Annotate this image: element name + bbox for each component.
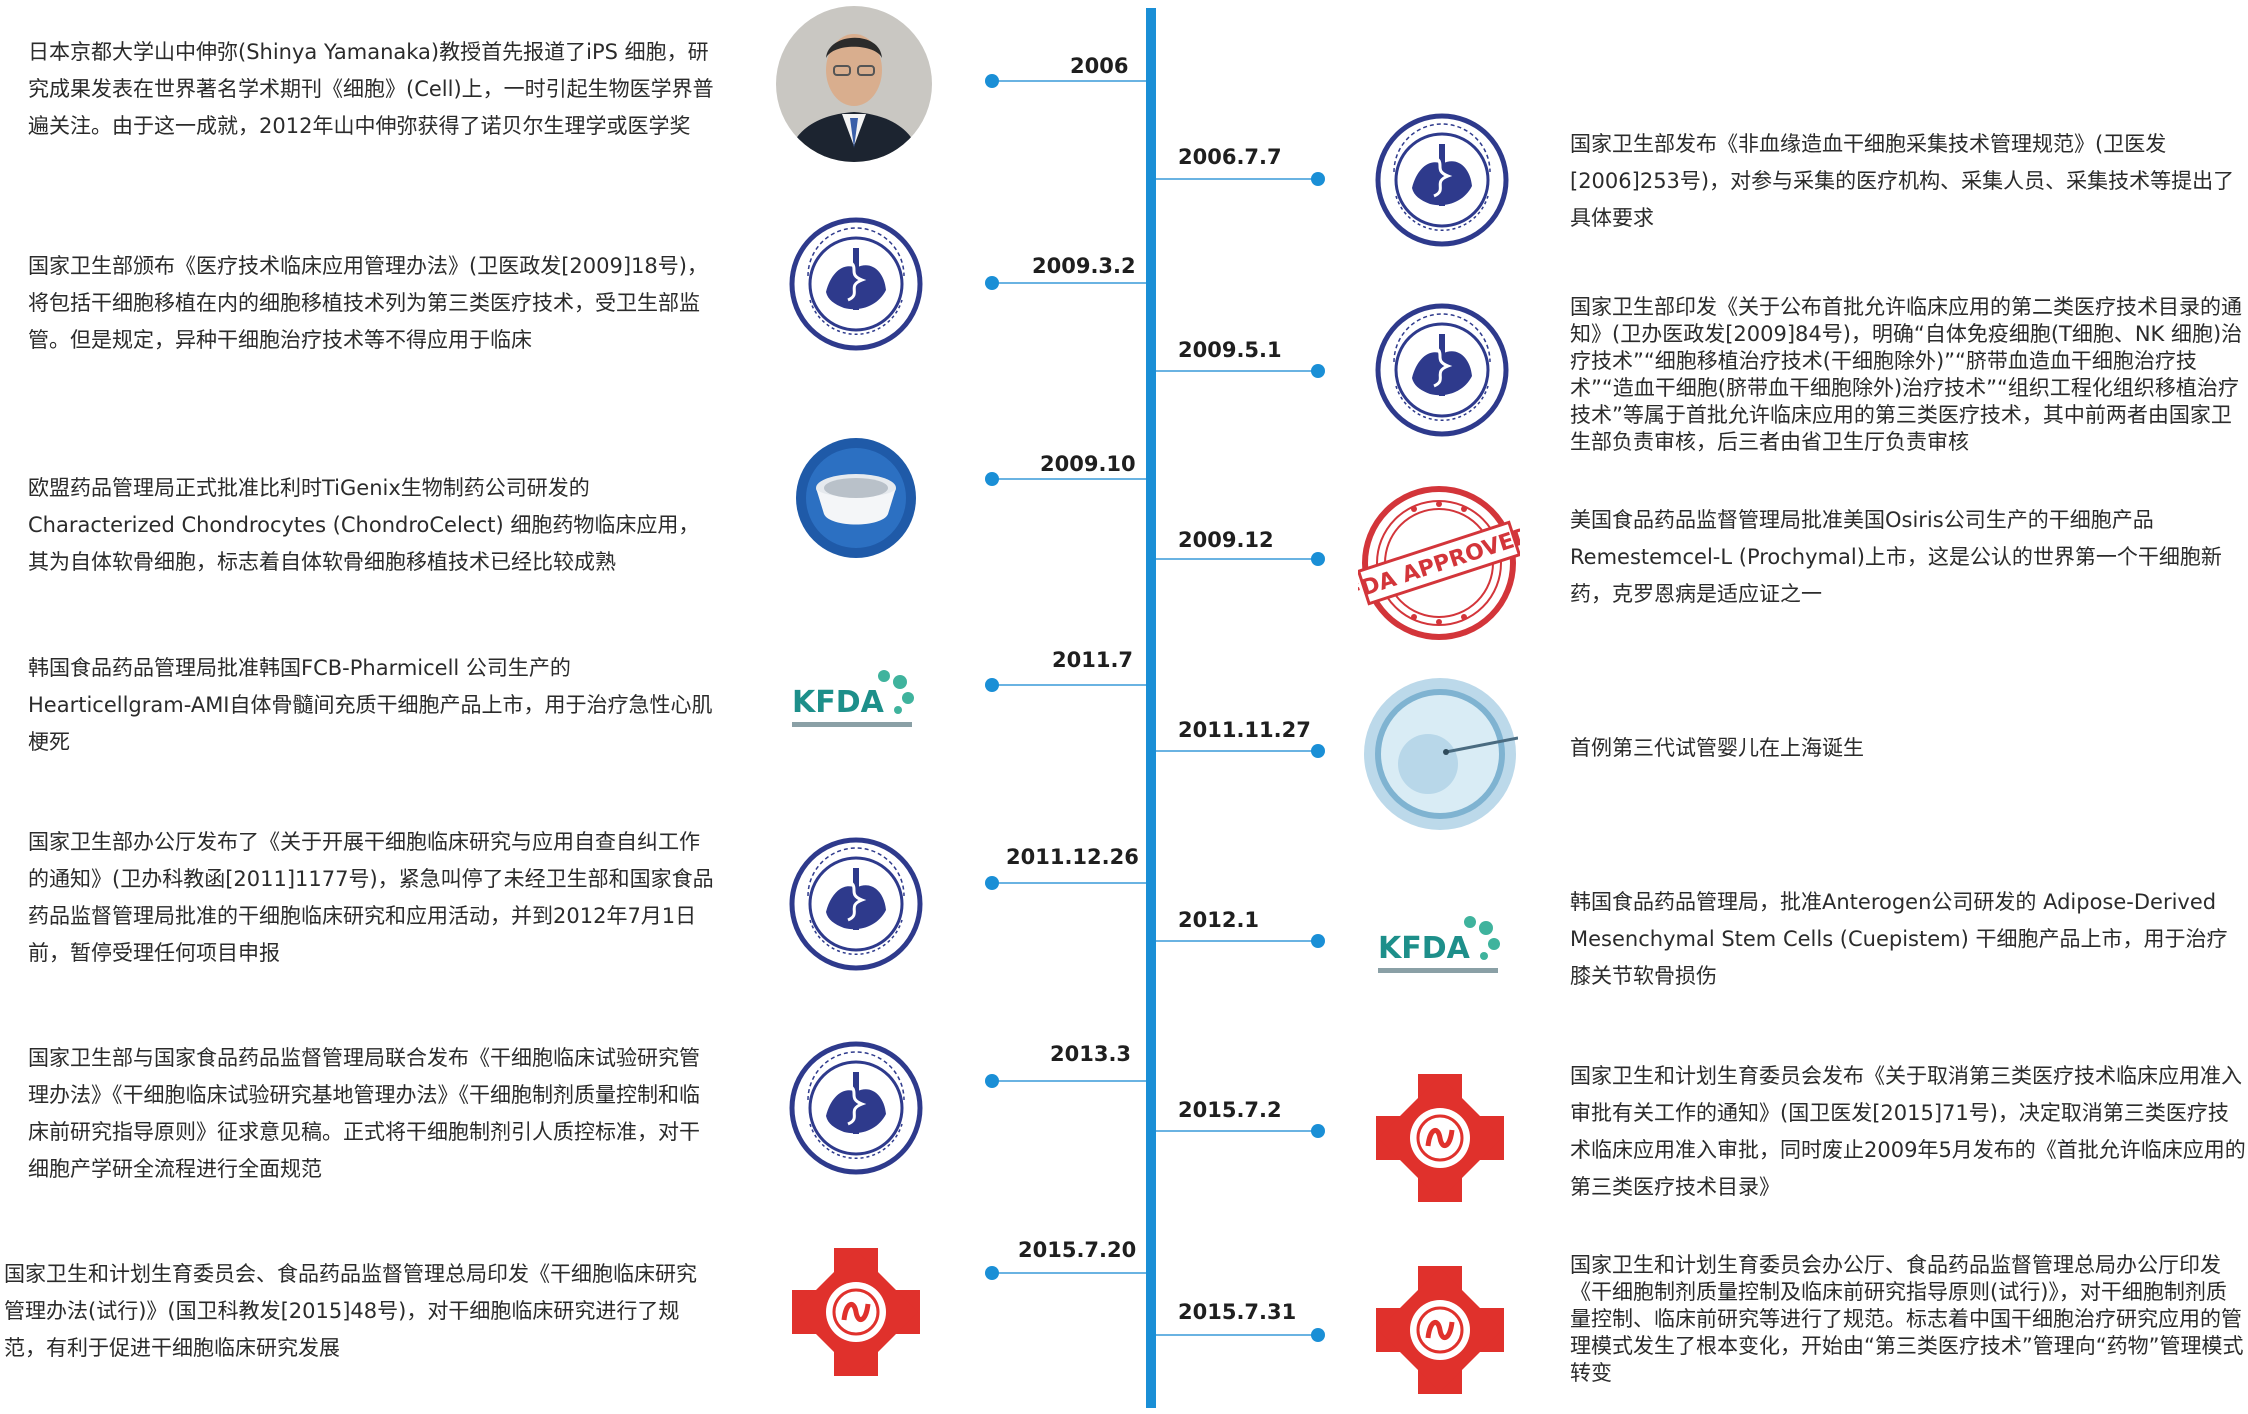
connector-line [992, 282, 1146, 284]
event-date: 2009.5.1 [1178, 338, 1282, 362]
ema-logo-icon [794, 436, 918, 560]
kfda-wordmark: KFDA [792, 685, 885, 720]
timeline-dot [985, 876, 999, 890]
timeline-dot [985, 678, 999, 692]
event-description: 首例第三代试管婴儿在上海诞生 [1570, 736, 1864, 760]
timeline-dot [1311, 1328, 1325, 1342]
connector-line [992, 1272, 1146, 1274]
kfda-logo-icon: KFDA [792, 664, 920, 734]
timeline-axis [1146, 8, 1156, 1408]
nhfpc-red-cross-emblem-icon [1372, 1262, 1508, 1398]
event-date: 2006.7.7 [1178, 145, 1282, 169]
timeline-dot [1311, 1124, 1325, 1138]
connector-line [1156, 1130, 1318, 1132]
timeline-dot [985, 1266, 999, 1280]
timeline-dot [1311, 744, 1325, 758]
photo-portrait-icon [776, 6, 932, 162]
event-description: 国家卫生部与国家食品药品监督管理局联合发布《干细胞临床试验研究管理办法》《干细胞… [28, 1046, 700, 1181]
event-description: 韩国食品药品管理局批准韩国FCB-Pharmicell 公司生产的Heartic… [28, 656, 713, 754]
timeline-dot [1311, 934, 1325, 948]
ministry-of-health-seal-icon [1372, 110, 1512, 250]
event-description: 国家卫生部发布《非血缘造血干细胞采集技术管理规范》(卫医发[2006]253号)… [1570, 132, 2235, 230]
event-date: 2006 [1070, 54, 1129, 78]
event-date: 2012.1 [1178, 908, 1260, 932]
ministry-of-health-seal-icon [786, 834, 926, 974]
connector-line [1156, 940, 1318, 942]
connector-line [1156, 558, 1318, 560]
event-date: 2011.11.27 [1178, 718, 1311, 742]
event-date: 2009.3.2 [1032, 254, 1136, 278]
event-description: 国家卫生部颁布《医疗技术临床应用管理办法》(卫医政发[2009]18号)，将包括… [28, 254, 708, 352]
timeline-dot [1311, 552, 1325, 566]
event-description: 欧盟药品管理局正式批准比利时TiGenix生物制药公司研发的Characteri… [28, 476, 700, 574]
event-description: 国家卫生部办公厅发布了《关于开展干细胞临床研究与应用自查自纠工作的通知》(卫办科… [28, 830, 714, 965]
connector-line [1156, 750, 1318, 752]
event-description: 日本京都大学山中伸弥(Shinya Yamanaka)教授首先报道了iPS 细胞… [28, 40, 714, 138]
connector-line [1156, 178, 1318, 180]
connector-line [992, 478, 1146, 480]
timeline-dot [985, 74, 999, 88]
nhfpc-red-cross-emblem-icon [1372, 1070, 1508, 1206]
event-description: 韩国食品药品管理局，批准Anterogen公司研发的 Adipose-Deriv… [1570, 890, 2228, 988]
ministry-of-health-seal-icon [786, 214, 926, 354]
event-description: 国家卫生和计划生育委员会、食品药品监督管理总局印发《干细胞临床研究管理办法(试行… [4, 1262, 697, 1360]
connector-line [992, 882, 1146, 884]
event-date: 2015.7.2 [1178, 1098, 1282, 1122]
event-description: 国家卫生部印发《关于公布首批允许临床应用的第二类医疗技术目录的通知》(卫办医政发… [1570, 295, 2243, 454]
fda-approved-stamp-icon: FDA APPROVED [1358, 482, 1520, 644]
event-description: 美国食品药品监督管理局批准美国Osiris公司生产的干细胞产品Remestemc… [1570, 508, 2222, 606]
event-description: 国家卫生和计划生育委员会发布《关于取消第三类医疗技术临床应用准入审批有关工作的通… [1570, 1064, 2246, 1199]
timeline-dot [985, 1074, 999, 1088]
timeline-dot [1311, 172, 1325, 186]
cell-injection-image-icon [1362, 676, 1518, 832]
event-date: 2013.3 [1050, 1042, 1132, 1066]
connector-line [1156, 1334, 1318, 1336]
connector-line [992, 684, 1146, 686]
event-date: 2009.10 [1040, 452, 1136, 476]
event-description: 国家卫生和计划生育委员会办公厅、食品药品监督管理总局办公厅印发《干细胞制剂质量控… [1570, 1253, 2244, 1385]
ministry-of-health-seal-icon [1372, 300, 1512, 440]
event-date: 2015.7.20 [1018, 1238, 1137, 1262]
kfda-wordmark: KFDA [1378, 931, 1471, 966]
nhfpc-red-cross-emblem-icon [788, 1244, 924, 1380]
event-date: 2011.7 [1052, 648, 1134, 672]
timeline-dot [1311, 364, 1325, 378]
event-date: 2009.12 [1178, 528, 1274, 552]
kfda-logo-icon: KFDA [1378, 910, 1506, 980]
timeline-dot [985, 276, 999, 290]
connector-line [992, 1080, 1146, 1082]
timeline-dot [985, 472, 999, 486]
event-date: 2015.7.31 [1178, 1300, 1297, 1324]
ministry-of-health-seal-icon [786, 1038, 926, 1178]
connector-line [992, 80, 1146, 82]
event-date: 2011.12.26 [1006, 845, 1139, 869]
connector-line [1156, 370, 1318, 372]
